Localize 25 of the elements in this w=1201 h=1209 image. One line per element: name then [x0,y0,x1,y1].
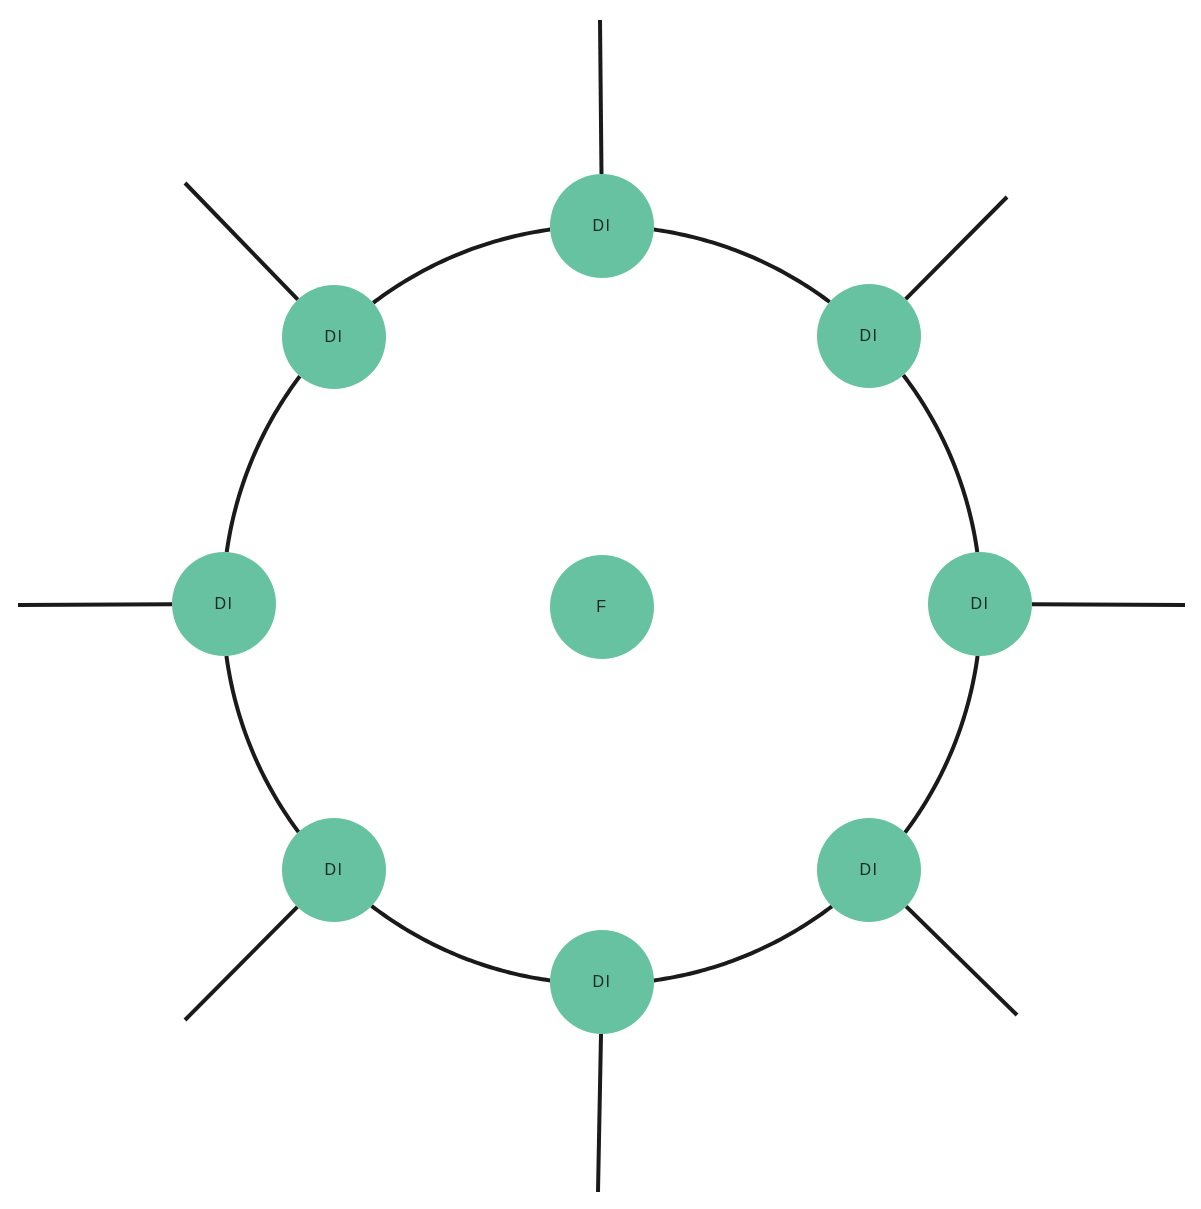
spoke-line [183,181,300,302]
ring-arc [224,655,301,834]
node-label: DI [592,974,612,990]
spoke-line [596,1033,603,1193]
ring-arc [901,373,980,553]
spoke-line [904,904,1019,1017]
node-label: DI [970,596,990,612]
ring-arc [372,227,551,305]
ring-arc [903,655,980,834]
spoke-line [18,602,172,607]
spoke-line [1032,602,1185,607]
spoke-line [904,195,1009,301]
spoke-line [598,19,604,175]
ring-arc [653,904,834,983]
ring-arc [653,227,831,304]
node-label: DI [324,329,344,345]
node-label: DI [324,862,344,878]
node-label: DI [859,328,879,344]
spoke-line [183,905,299,1022]
ring-arc [370,904,551,983]
ring-arc [224,375,302,553]
node-label: DI [214,596,234,612]
node-label: DI [859,862,879,878]
node-label: F [596,599,608,615]
node-label: DI [592,218,612,234]
